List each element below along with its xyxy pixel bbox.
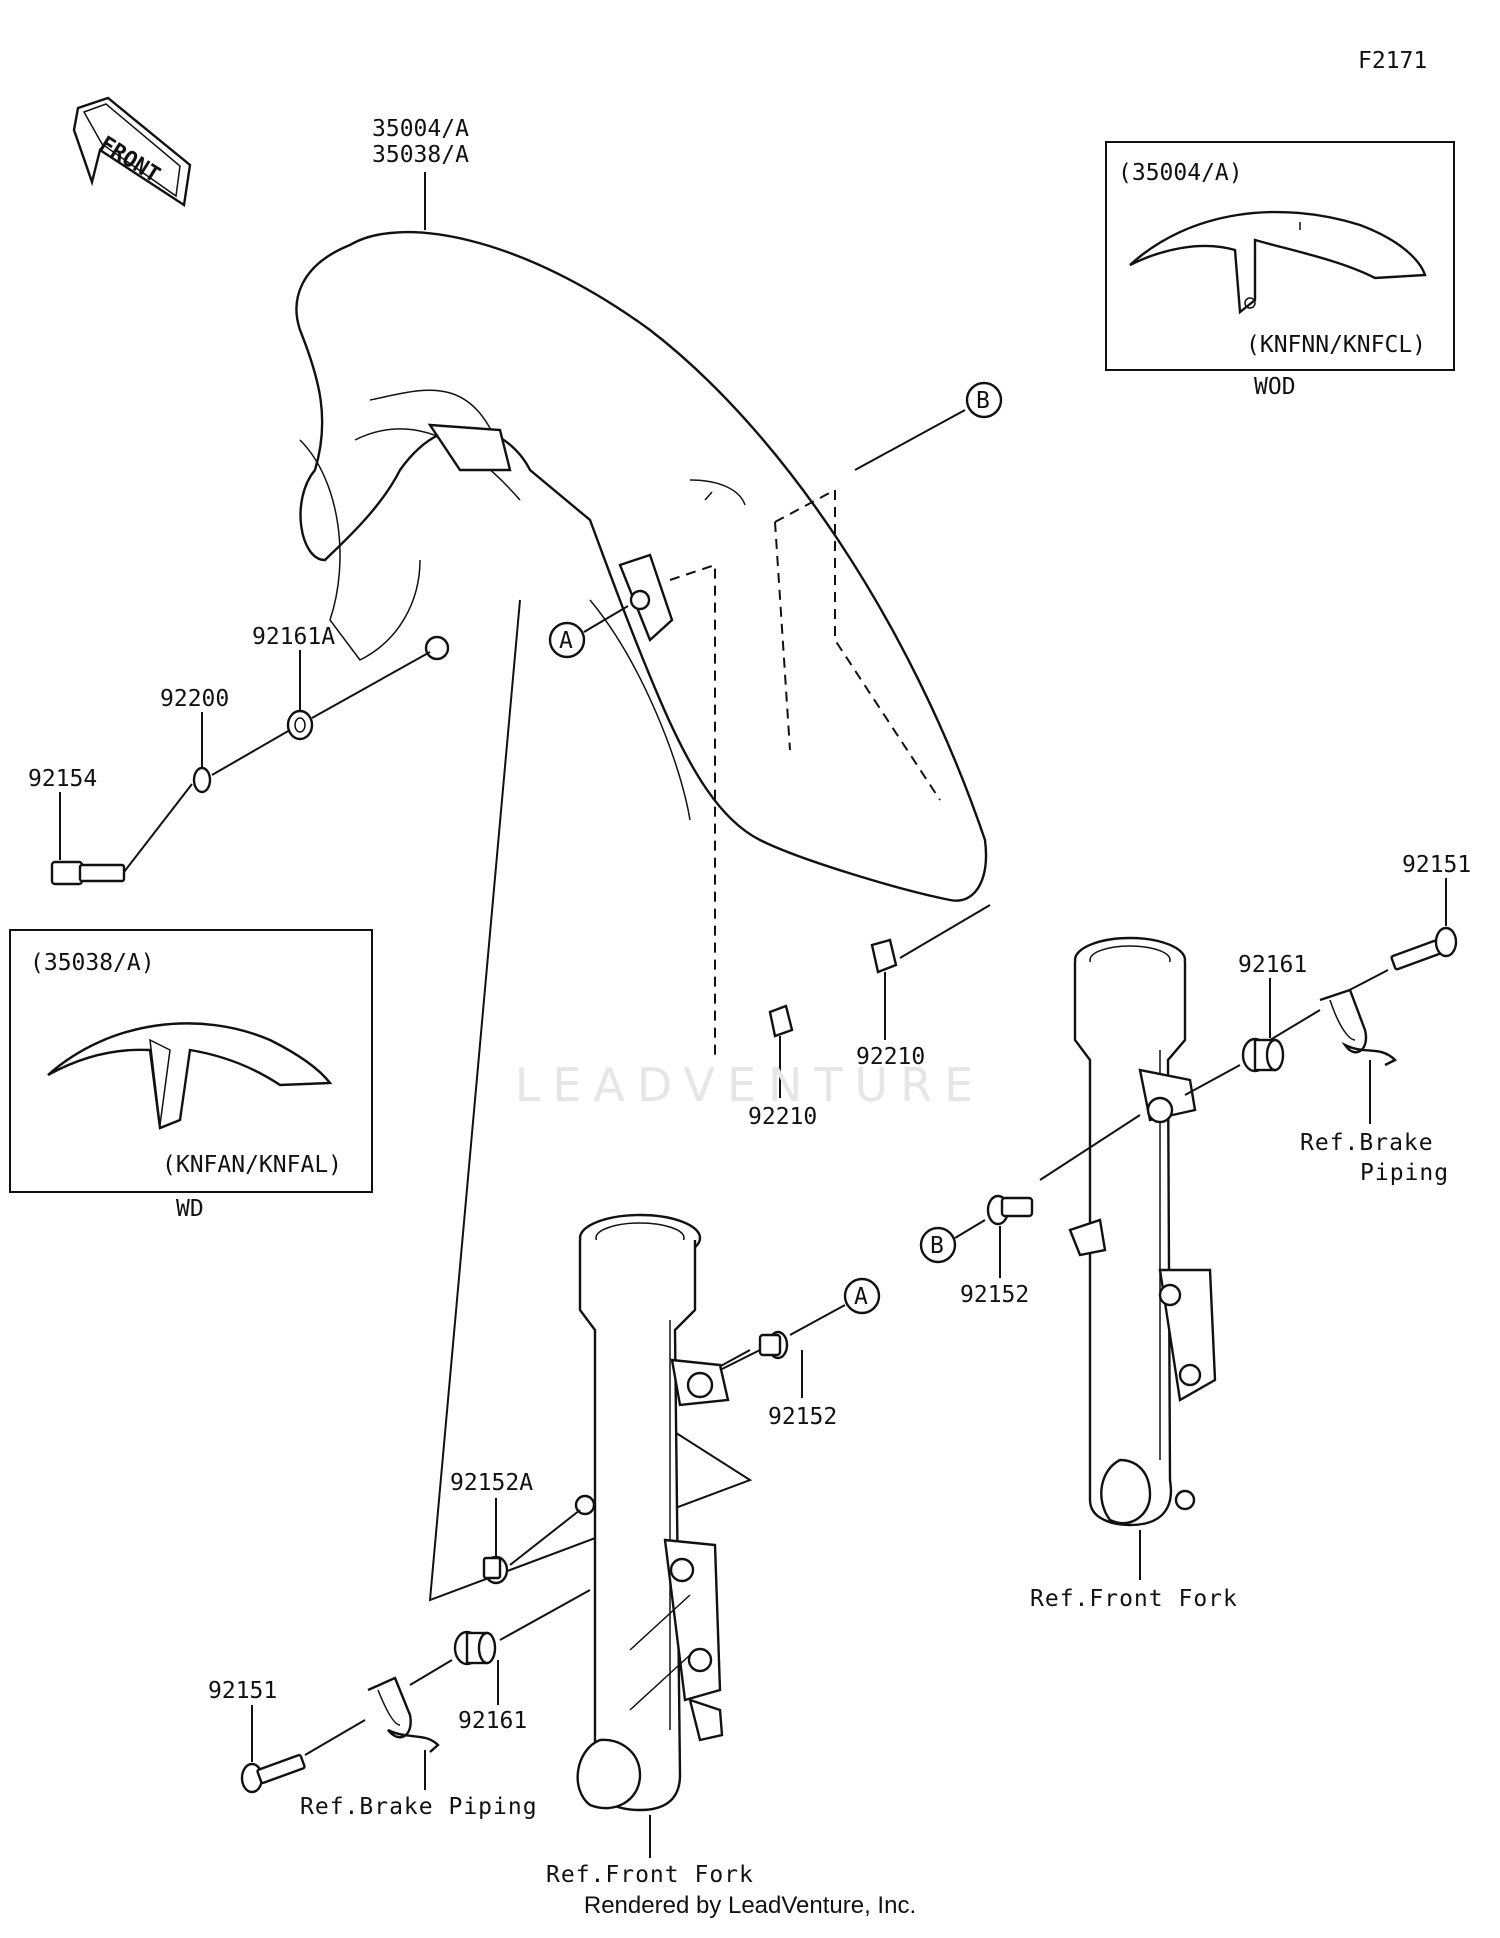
inset-wd-title: (35038/A) <box>30 950 155 976</box>
marker-b-fender <box>965 381 1003 419</box>
front-fender <box>295 230 988 902</box>
fender-part-number-2: 35038/A <box>372 142 469 168</box>
callout-92210-lower: 92210 <box>748 1104 817 1130</box>
inset-wod-caption: WOD <box>1254 374 1296 400</box>
fender-part-number-1: 35004/A <box>372 116 469 142</box>
callout-92152-right: 92152 <box>960 1282 1029 1308</box>
right-front-fork <box>1068 936 1217 1527</box>
callout-92161A: 92161A <box>252 624 335 650</box>
bolt-92151-left-icon <box>240 1753 306 1794</box>
callout-92161-right: 92161 <box>1238 952 1307 978</box>
figure-code: F2171 <box>1358 48 1427 74</box>
bolt-92151-right-icon <box>1390 926 1458 971</box>
marker-b-fender-label: B <box>976 388 990 414</box>
washer-92200-icon <box>192 766 212 794</box>
callout-92154: 92154 <box>28 766 97 792</box>
marker-a-fender-label: A <box>559 628 573 654</box>
inset-wd: (35038/A) (KNFAN/KNFAL) WD <box>9 929 373 1222</box>
brake-pipe-clamp-left-icon <box>367 1676 440 1753</box>
inset-wod-title: (35004/A) <box>1118 160 1243 186</box>
marker-a-left-label: A <box>854 1284 868 1310</box>
collar-92161-right-icon <box>1241 1037 1285 1073</box>
callout-92152A: 92152A <box>450 1470 533 1496</box>
collar-92161A-icon <box>286 709 314 741</box>
callout-92161-left: 92161 <box>458 1708 527 1734</box>
marker-b-right-label: B <box>930 1233 944 1259</box>
footer-credit: Rendered by LeadVenture, Inc. <box>583 1892 917 1919</box>
callout-92200: 92200 <box>160 686 229 712</box>
ref-brake-piping-right-1: Ref.Brake <box>1300 1130 1434 1156</box>
callout-92210-upper: 92210 <box>856 1044 925 1070</box>
inset-wod-models: (KNFNN/KNFCL) <box>1246 332 1426 358</box>
inset-wd-models: (KNFAN/KNFAL) <box>162 1152 342 1178</box>
inset-wod: (35004/A) (KNFNN/KNFCL) WOD <box>1105 141 1455 400</box>
bolt-92152-left-icon <box>758 1330 789 1360</box>
callout-92151-right: 92151 <box>1402 852 1471 878</box>
ref-brake-piping-left: Ref.Brake Piping <box>300 1794 538 1820</box>
ref-brake-piping-right-2: Piping <box>1360 1160 1449 1186</box>
inset-wd-caption: WD <box>176 1196 204 1222</box>
collar-92161-left-icon <box>453 1630 497 1666</box>
ref-left-front-fork: Ref.Front Fork <box>546 1862 754 1888</box>
ref-right-front-fork: Ref.Front Fork <box>1030 1586 1238 1612</box>
callout-92152-left: 92152 <box>768 1404 837 1430</box>
brake-pipe-clamp-right-icon <box>1319 988 1398 1067</box>
marker-a-left <box>843 1277 881 1315</box>
marker-b-right <box>919 1226 957 1264</box>
marker-a-fender <box>548 621 586 659</box>
left-front-fork <box>574 1213 730 1812</box>
clip-nut-lower-icon <box>768 1004 794 1038</box>
bolt-92154-icon <box>50 860 126 886</box>
clip-nut-upper-icon <box>870 938 898 974</box>
front-arrow-icon: FRONT <box>72 96 192 208</box>
bolt-92152-right-icon <box>986 1194 1034 1226</box>
watermark: LEADVENTURE <box>514 1058 986 1112</box>
nut-92152A-icon <box>482 1555 509 1585</box>
callout-92151-left: 92151 <box>208 1678 277 1704</box>
